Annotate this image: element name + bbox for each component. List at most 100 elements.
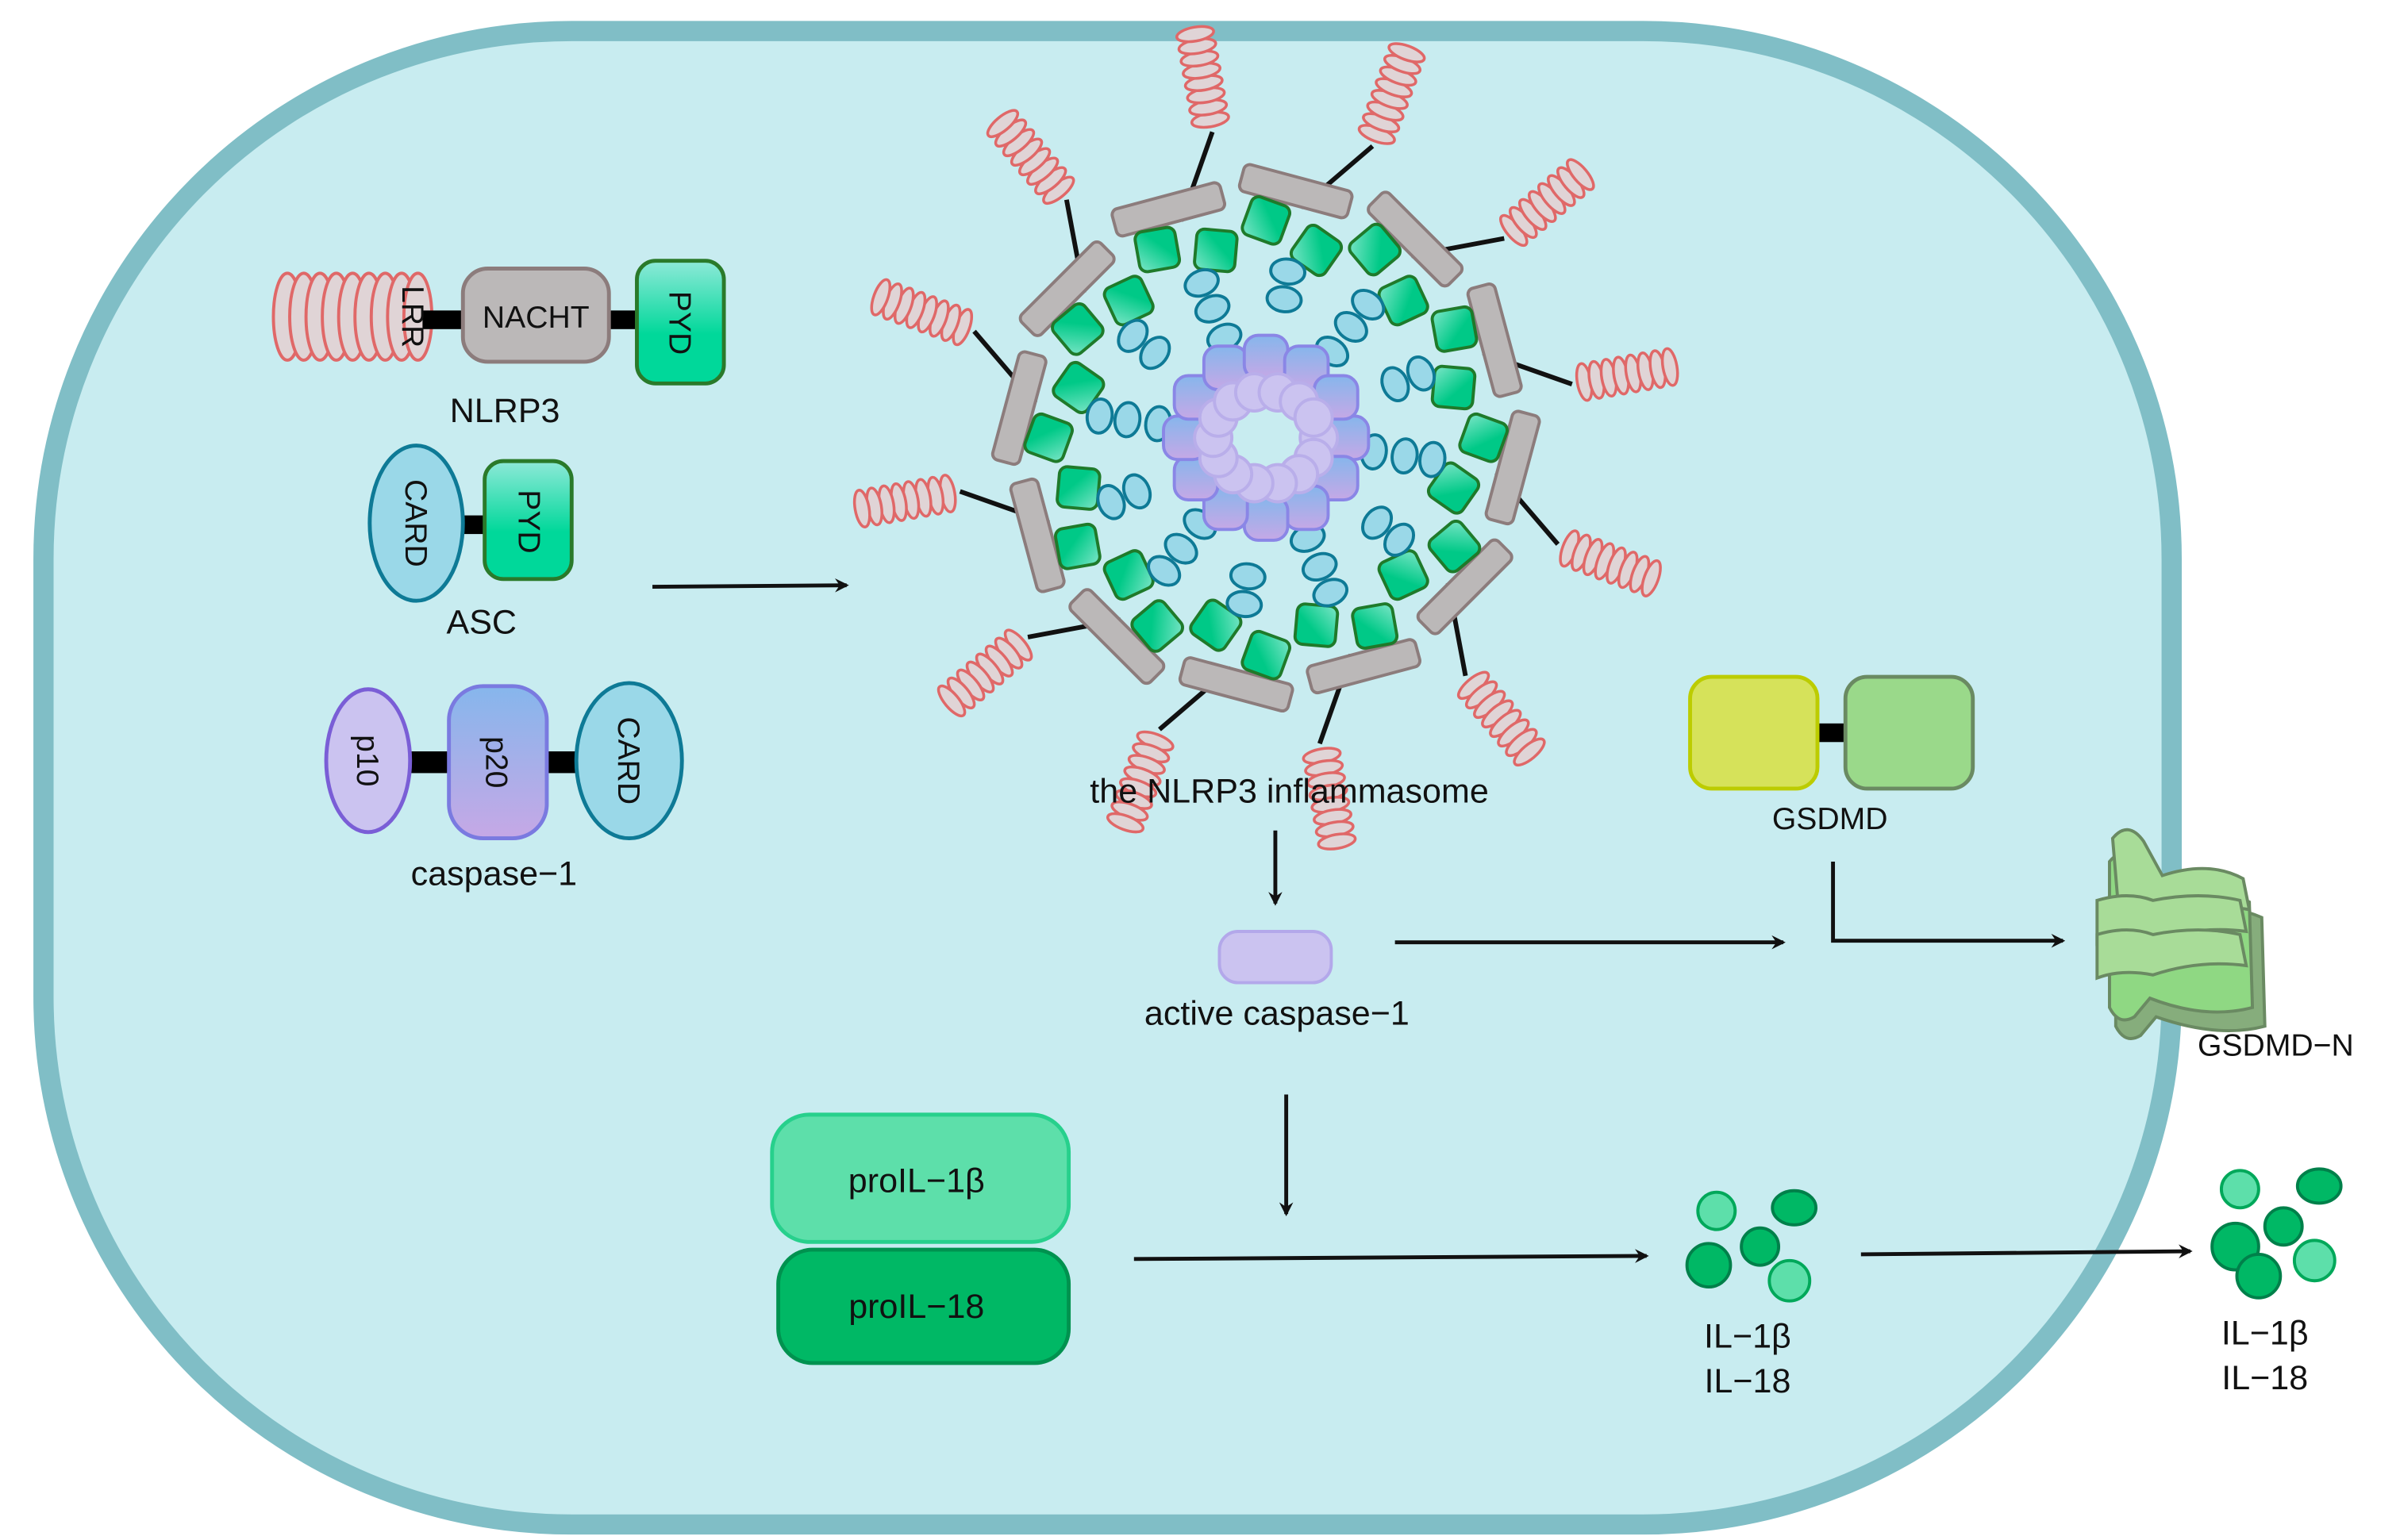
pyd-domain	[1130, 599, 1184, 653]
nlrp3-protein: NACHT LRR PYD NLRP3	[271, 259, 726, 430]
card-domain	[1383, 522, 1416, 557]
pyd-domain	[1051, 302, 1105, 356]
lrr-domain	[937, 628, 1033, 718]
lrr-coil-ring	[1513, 737, 1546, 767]
nacht-domain	[1367, 190, 1464, 288]
inflammasome-label: the NLRP3 inflammasome	[1090, 773, 1489, 811]
card-domain	[1265, 285, 1303, 313]
nacht-domain	[990, 350, 1048, 467]
lrr-coil-ring	[1566, 158, 1595, 191]
pyd-domain	[1240, 629, 1291, 681]
arrow-release	[1860, 1244, 2193, 1259]
card-domain	[1302, 551, 1338, 582]
pyd-domain	[1023, 412, 1074, 463]
nacht-label: NACHT	[483, 301, 590, 335]
gsdmd-protein: GSDMD	[1688, 674, 1975, 836]
lrr-domain	[1575, 347, 1679, 402]
card-domain	[1269, 257, 1306, 286]
pyd-domain	[1240, 195, 1291, 246]
p20-domain	[447, 684, 549, 841]
cytokine-particle	[2235, 1253, 2283, 1300]
lrr-coil-ring	[1106, 812, 1145, 834]
lrr-coil-ring	[1387, 42, 1426, 63]
card-domain	[1225, 590, 1263, 619]
card-domain	[1361, 505, 1394, 540]
card-domain	[1183, 268, 1220, 298]
nlrp3-label: NLRP3	[450, 392, 560, 430]
cytokine-particle	[2295, 1167, 2343, 1205]
lrr-domain	[986, 109, 1075, 205]
cytokine-particle	[1685, 1242, 1733, 1289]
pyd-domain	[1193, 227, 1239, 274]
lrr-label: LRR	[395, 286, 429, 348]
card-domain	[367, 444, 465, 603]
pyd-domain	[1133, 225, 1182, 274]
nacht-domain	[1306, 638, 1421, 695]
card-domain	[1351, 289, 1386, 321]
lrr-domain	[1456, 670, 1546, 767]
il1b-label: IL−1β	[2221, 1314, 2309, 1352]
nlrp3-inflammasome	[852, 25, 1679, 851]
pyd-domain	[1430, 305, 1479, 353]
pyd-label: PYD	[512, 490, 546, 553]
gsdmd-n-pore: GSDMD−N	[2095, 828, 2354, 1063]
nacht-domain	[1068, 588, 1166, 686]
card-label: CARD	[611, 716, 645, 805]
cytokine-particle	[2292, 1239, 2337, 1283]
lrr-coil-ring	[937, 684, 967, 718]
nacht-domain	[1009, 477, 1066, 593]
asc-label: ASC	[446, 603, 517, 641]
pyd-domain	[1348, 222, 1402, 277]
card-domain	[1121, 473, 1152, 510]
pyd-domain	[1430, 364, 1477, 411]
card-domain	[1194, 294, 1231, 324]
lrr-domain	[870, 278, 974, 347]
card-domain	[1096, 484, 1126, 520]
cytokine-particle	[1740, 1226, 1781, 1267]
lrr-domain	[1357, 42, 1426, 145]
active-caspase1-label: active caspase−1	[1144, 994, 1410, 1032]
card-domain	[1147, 555, 1182, 587]
linker	[1810, 723, 1854, 743]
lrr-domain	[852, 474, 957, 528]
lrr-domain	[271, 271, 434, 362]
cytokine-particle	[2219, 1169, 2260, 1210]
lrr-domain	[1499, 158, 1595, 248]
card-domain	[1229, 562, 1267, 591]
pyd-domain	[635, 259, 726, 386]
card-domain	[1163, 532, 1198, 565]
lrr-domain	[1559, 529, 1662, 597]
pyd-label: PYD	[663, 291, 697, 355]
cytokine-particle	[1771, 1189, 1818, 1227]
card-label: CARD	[398, 479, 433, 567]
pyd-domain	[1053, 522, 1102, 570]
card-domain	[1312, 578, 1348, 608]
arrow-proil-to-mature	[1133, 1249, 1649, 1263]
lrr-coil-ring	[852, 489, 871, 528]
nacht-domain	[1178, 656, 1294, 713]
nacht-domain	[1237, 163, 1354, 220]
lrr-coil-ring	[1317, 832, 1357, 851]
p10-domain	[1293, 397, 1334, 438]
lrr-coil-ring	[1660, 347, 1679, 387]
pro-il1b-shape	[770, 1112, 1071, 1244]
gsdmd-n-label: GSDMD−N	[2198, 1029, 2354, 1063]
pro-il18-label: proIL−18	[848, 1288, 984, 1326]
pyd-domain	[1351, 602, 1399, 650]
card-domain	[1139, 336, 1171, 371]
card-domain	[1113, 401, 1142, 439]
p20-label: p20	[479, 736, 513, 788]
lrr-coil-ring	[870, 278, 892, 317]
lrr-domain	[1302, 747, 1357, 851]
pyd-domain	[1458, 412, 1510, 463]
nacht-domain	[1018, 240, 1116, 337]
caspase1-protein: p10 p20 CARD caspase−1	[324, 681, 684, 893]
nacht-domain	[460, 267, 611, 364]
card-domain	[1085, 397, 1114, 435]
card-domain	[574, 681, 684, 841]
cytokine-particle	[1767, 1258, 1812, 1303]
card-domain	[1390, 437, 1419, 474]
il18-label: IL−18	[1704, 1362, 1790, 1400]
lrr-coil-ring	[986, 109, 1020, 139]
caspase1-label: caspase−1	[411, 854, 577, 893]
